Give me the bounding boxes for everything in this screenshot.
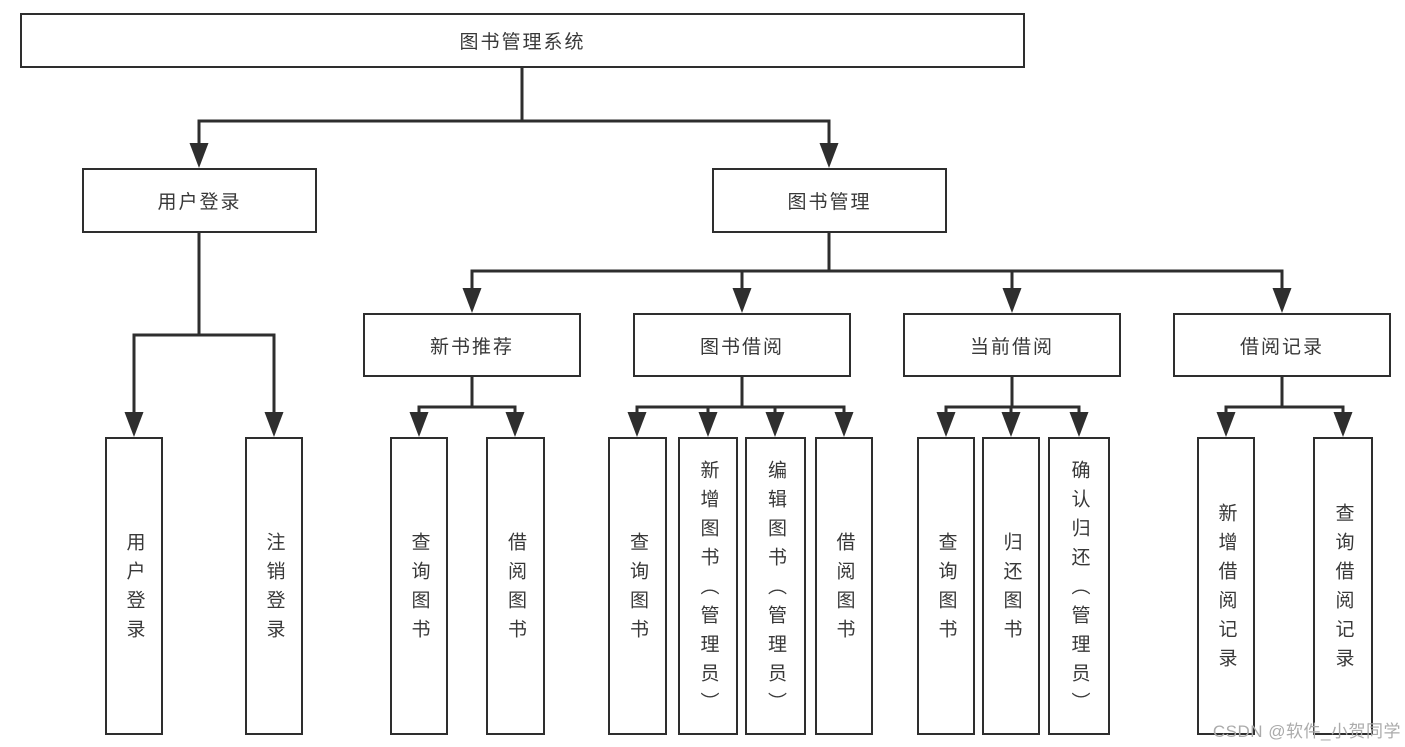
node-book-borrow-label: 图书借阅	[699, 336, 784, 358]
node-root: 图书管理系统	[20, 13, 1025, 68]
leaf-records-query-record: 查询借阅记录	[1313, 437, 1373, 735]
node-current-borrow: 当前借阅	[903, 313, 1121, 377]
leaf-recommend-query-book-label: 查询图书	[408, 532, 430, 648]
node-book-borrow: 图书借阅	[633, 313, 851, 377]
leaf-recommend-query-book: 查询图书	[390, 437, 448, 735]
node-new-book-recommend-label: 新书推荐	[429, 336, 514, 358]
leaf-records-query-record-label: 查询借阅记录	[1332, 503, 1354, 677]
leaf-borrow-add-book-label: 新增图书（管理员）	[697, 459, 719, 721]
node-user-login-label: 用户登录	[157, 192, 242, 213]
node-root-label: 图书管理系统	[459, 32, 586, 53]
leaf-recommend-borrow-book: 借阅图书	[486, 437, 545, 735]
leaf-borrow-edit-book: 编辑图书（管理员）	[745, 437, 806, 735]
node-book-management-label: 图书管理	[787, 192, 872, 213]
leaf-borrow-add-book: 新增图书（管理员）	[678, 437, 738, 735]
leaf-borrow-query-book: 查询图书	[608, 437, 667, 735]
node-book-management: 图书管理	[712, 168, 947, 233]
arrowheads	[124, 143, 1353, 437]
watermark: CSDN @软件_小贺同学	[1212, 722, 1401, 741]
node-current-borrow-label: 当前借阅	[969, 336, 1054, 358]
node-borrow-records-label: 借阅记录	[1239, 336, 1324, 358]
leaf-records-add-record: 新增借阅记录	[1197, 437, 1255, 735]
node-user-login: 用户登录	[82, 168, 317, 233]
leaf-current-return-book-label: 归还图书	[1000, 532, 1022, 648]
leaf-current-query-book: 查询图书	[917, 437, 975, 735]
leaf-logout-login-label: 注销登录	[263, 532, 285, 648]
leaf-borrow-edit-book-label: 编辑图书（管理员）	[765, 459, 786, 721]
leaf-logout-login: 注销登录	[245, 437, 303, 735]
leaf-current-return-book: 归还图书	[982, 437, 1040, 735]
leaf-current-confirm-return: 确认归还（管理员）	[1048, 437, 1110, 735]
leaf-user-login: 用户登录	[105, 437, 163, 735]
leaf-borrow-borrow-book-label: 借阅图书	[833, 532, 855, 648]
node-new-book-recommend: 新书推荐	[363, 313, 581, 377]
leaf-borrow-borrow-book: 借阅图书	[815, 437, 873, 735]
node-borrow-records: 借阅记录	[1173, 313, 1391, 377]
leaf-records-add-record-label: 新增借阅记录	[1215, 503, 1237, 677]
leaf-current-query-book-label: 查询图书	[935, 532, 957, 648]
leaf-current-confirm-return-label: 确认归还（管理员）	[1068, 459, 1090, 721]
leaf-borrow-query-book-label: 查询图书	[627, 532, 648, 648]
leaf-recommend-borrow-book-label: 借阅图书	[505, 532, 526, 648]
leaf-user-login-label: 用户登录	[123, 532, 145, 648]
